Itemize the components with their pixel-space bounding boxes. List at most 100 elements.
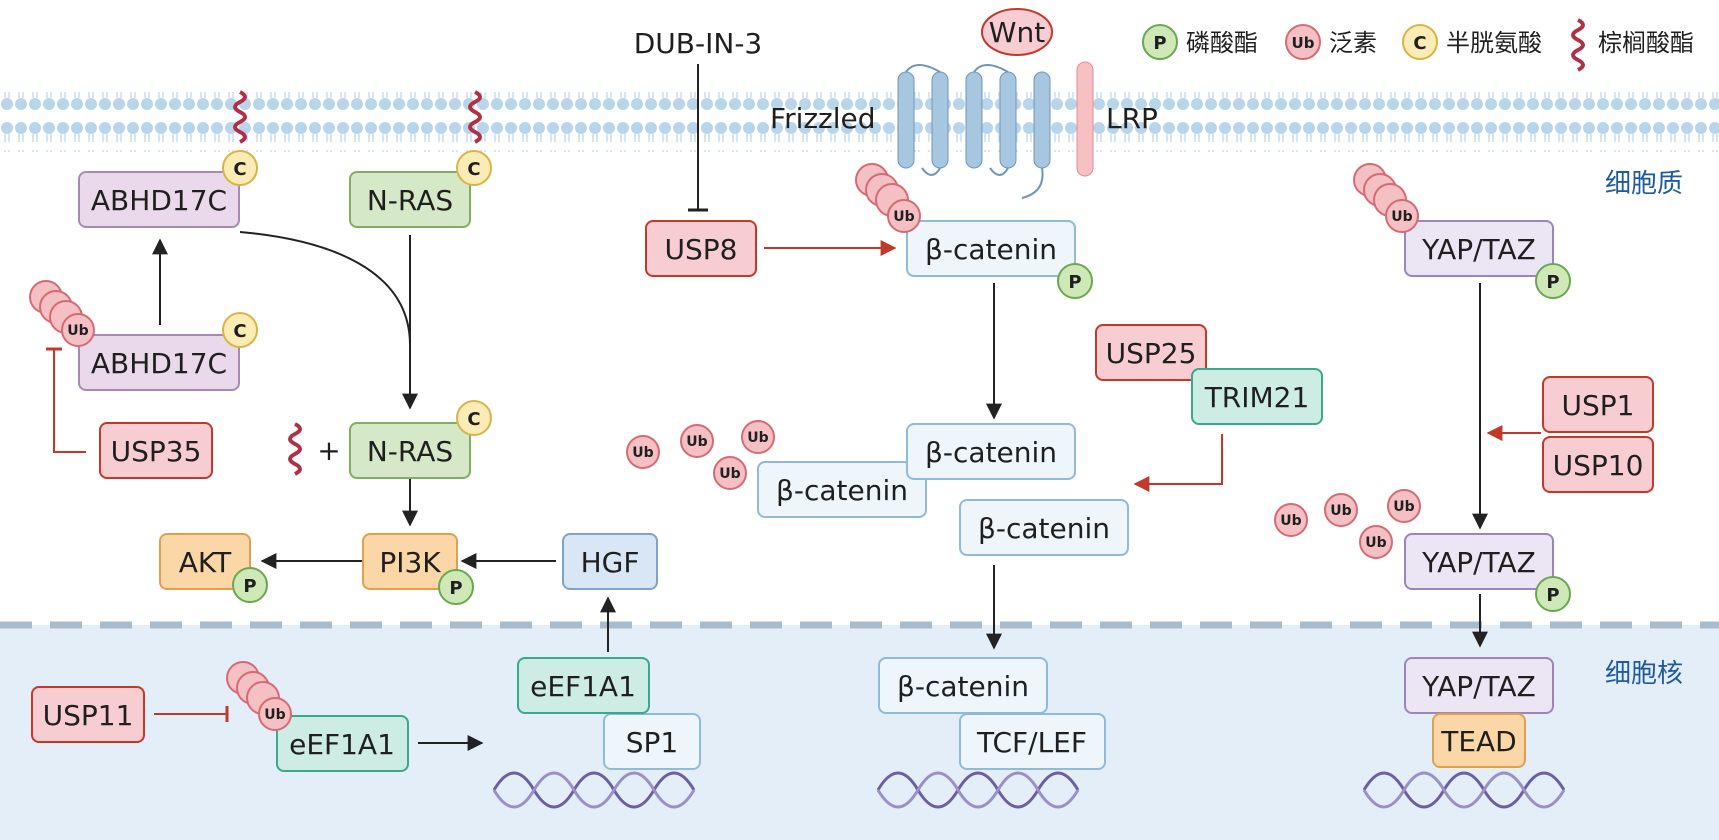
svg-text:SP1: SP1 <box>626 726 678 759</box>
svg-text:P: P <box>1068 272 1081 293</box>
svg-text:Ub: Ub <box>264 707 285 723</box>
node-nras-mid: N-RAS <box>349 422 471 479</box>
svg-text:USP35: USP35 <box>111 435 202 468</box>
svg-text:TCF/LEF: TCF/LEF <box>976 726 1087 759</box>
svg-text:USP10: USP10 <box>1553 449 1644 482</box>
svg-text:PI3K: PI3K <box>379 546 441 579</box>
node-usp1: USP1 <box>1542 376 1654 433</box>
node-abhd17c-top: ABHD17C <box>78 171 240 228</box>
phosphate-icon: P <box>1535 576 1571 612</box>
ubiquitin-chain: Ub <box>226 661 292 731</box>
svg-text:YAP/TAZ: YAP/TAZ <box>1421 670 1536 703</box>
legend-palmitate: 棕榈酸酯 <box>1598 29 1694 57</box>
svg-text:β-catenin: β-catenin <box>978 512 1110 545</box>
node-bcat-1: β-catenin <box>906 220 1076 277</box>
node-sp1: SP1 <box>603 713 701 770</box>
free-ubiquitin: Ub Ub Ub Ub <box>1274 489 1421 559</box>
svg-text:USP25: USP25 <box>1106 337 1197 370</box>
svg-text:P: P <box>1546 272 1559 293</box>
svg-text:Ub: Ub <box>719 466 740 482</box>
phosphate-icon: P <box>232 567 268 603</box>
dub-in-3-label: DUB-IN-3 <box>634 27 763 60</box>
node-eef1a1-left: eEF1A1 <box>276 715 409 772</box>
palmitate-icon <box>233 90 247 144</box>
cysteine-icon: C <box>222 150 258 186</box>
phosphate-icon: P <box>1057 263 1093 299</box>
svg-text:USP11: USP11 <box>43 699 134 732</box>
ubiquitin-chain: Ub <box>29 280 95 347</box>
wnt-label: Wnt <box>989 16 1045 49</box>
node-bcat-4: β-catenin <box>959 499 1129 556</box>
svg-text:β-catenin: β-catenin <box>897 670 1029 703</box>
cysteine-icon: C <box>456 400 492 436</box>
svg-text:HGF: HGF <box>581 546 640 579</box>
node-yap-1: YAP/TAZ <box>1404 220 1554 277</box>
dna-helix <box>492 771 696 809</box>
svg-text:β-catenin: β-catenin <box>925 233 1057 266</box>
svg-text:ABHD17C: ABHD17C <box>91 347 227 380</box>
cytoplasm-label: 细胞质 <box>1605 169 1683 199</box>
frizzled-label: Frizzled <box>770 102 876 135</box>
svg-text:Ub: Ub <box>632 445 653 461</box>
node-yap-2: YAP/TAZ <box>1404 533 1554 590</box>
svg-text:USP8: USP8 <box>665 233 738 266</box>
node-usp8: USP8 <box>645 220 757 277</box>
edges <box>46 64 1541 751</box>
node-tcf-lef: TCF/LEF <box>959 713 1106 770</box>
phosphate-icon <box>1142 24 1178 60</box>
cysteine-icon: C <box>456 150 492 186</box>
node-abhd17c-bottom: ABHD17C <box>78 334 240 391</box>
node-hgf: HGF <box>562 533 658 590</box>
node-nras-top: N-RAS <box>349 171 471 228</box>
svg-text:USP1: USP1 <box>1562 389 1635 422</box>
legend-phosphate: 磷酸酯 <box>1186 29 1258 57</box>
svg-text:YAP/TAZ: YAP/TAZ <box>1421 546 1536 579</box>
svg-text:Ub: Ub <box>1393 499 1414 515</box>
ubiquitin-symbol: Ub <box>1292 34 1315 52</box>
node-usp10: USP10 <box>1542 436 1654 493</box>
plus-sign: + <box>317 434 340 467</box>
node-usp35: USP35 <box>99 422 213 479</box>
node-pi3k: PI3K <box>362 533 458 590</box>
svg-text:N-RAS: N-RAS <box>367 435 453 468</box>
svg-text:eEF1A1: eEF1A1 <box>289 728 395 761</box>
svg-text:β-catenin: β-catenin <box>925 436 1057 469</box>
svg-text:ABHD17C: ABHD17C <box>91 184 227 217</box>
svg-text:Ub: Ub <box>1391 209 1412 225</box>
svg-text:TEAD: TEAD <box>1440 725 1517 758</box>
svg-text:β-catenin: β-catenin <box>776 474 908 507</box>
svg-text:P: P <box>449 578 462 599</box>
svg-text:N-RAS: N-RAS <box>367 184 453 217</box>
ubiquitin-icon <box>1285 24 1321 60</box>
dna-helix <box>1362 771 1566 809</box>
svg-text:AKT: AKT <box>179 546 232 579</box>
cysteine-symbol: C <box>1413 33 1426 54</box>
wnt-ligand <box>981 8 1053 56</box>
node-tead: TEAD <box>1432 713 1526 768</box>
svg-text:C: C <box>467 159 480 180</box>
nucleus-label: 细胞核 <box>1605 659 1683 689</box>
legend-cysteine: 半胱氨酸 <box>1446 29 1542 57</box>
phosphate-icon: P <box>1535 263 1571 299</box>
svg-text:Ub: Ub <box>1280 513 1301 529</box>
phosphate-icon: P <box>438 569 474 605</box>
svg-text:Ub: Ub <box>1330 503 1351 519</box>
node-usp11: USP11 <box>31 686 145 743</box>
node-trim21: TRIM21 <box>1191 368 1323 425</box>
free-ubiquitin: Ub Ub Ub Ub <box>626 420 775 490</box>
cysteine-icon <box>1402 24 1438 60</box>
node-yap-3: YAP/TAZ <box>1404 657 1554 714</box>
legend: P 磷酸酯 Ub 泛素 C 半胱氨酸 棕榈酸酯 <box>1142 18 1694 72</box>
node-usp25: USP25 <box>1095 324 1207 381</box>
svg-text:Ub: Ub <box>893 209 914 225</box>
svg-text:Ub: Ub <box>686 434 707 450</box>
svg-text:Ub: Ub <box>67 323 88 339</box>
svg-text:C: C <box>467 409 480 430</box>
lrp-label: LRP <box>1106 102 1158 135</box>
frizzled-receptor <box>897 64 1051 199</box>
svg-text:C: C <box>233 321 246 342</box>
lrp-receptor <box>1076 61 1094 177</box>
legend-ubiquitin: 泛素 <box>1329 29 1377 57</box>
ubiquitin-chain: Ub <box>855 163 921 233</box>
